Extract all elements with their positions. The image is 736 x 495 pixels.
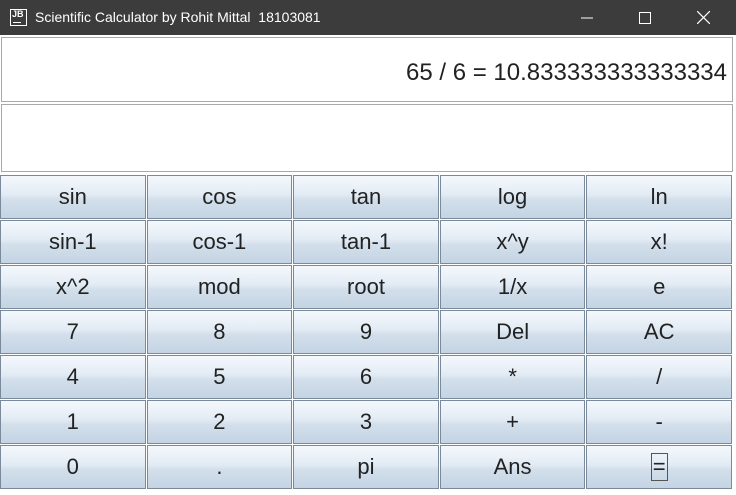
key-button[interactable]: 2: [146, 400, 293, 444]
key-label: 9: [359, 319, 373, 344]
key-button[interactable]: 3: [293, 400, 439, 444]
key-button[interactable]: Ans: [439, 445, 586, 489]
key-label: 6: [359, 364, 373, 389]
key-button[interactable]: cos: [146, 175, 293, 219]
minimize-icon: [581, 17, 593, 18]
key-button[interactable]: 7: [0, 310, 146, 354]
key-label: log: [497, 184, 528, 209]
keypad: sin cos tan log ln sin-1 cos-1 tan-1 x^y x! x^2 mod…: [0, 175, 733, 490]
key-button[interactable]: -: [586, 400, 732, 444]
key-label: x^y: [496, 229, 529, 254]
key-label: -: [655, 409, 663, 434]
key-label: 5: [213, 364, 226, 389]
key-button[interactable]: +: [439, 400, 586, 444]
key-button[interactable]: 6: [293, 355, 439, 399]
key-label: *: [508, 364, 517, 389]
key-label: AC: [643, 319, 675, 344]
key-label: 7: [66, 319, 79, 344]
maximize-button[interactable]: [616, 0, 674, 35]
key-label: 1/x: [497, 274, 528, 299]
key-button[interactable]: log: [439, 175, 586, 219]
key-button[interactable]: sin: [0, 175, 146, 219]
key-button[interactable]: x^2: [0, 265, 146, 309]
window-title: Scientific Calculator by Rohit Mittal 18…: [35, 9, 321, 25]
key-label: 0: [66, 454, 79, 479]
key-label: ln: [650, 184, 668, 209]
key-label: x^2: [56, 274, 90, 299]
key-button[interactable]: tan: [293, 175, 439, 219]
key-button[interactable]: 5: [146, 355, 293, 399]
key-button[interactable]: cos-1: [146, 220, 293, 264]
minimize-button[interactable]: [558, 0, 616, 35]
key-label: +: [506, 409, 520, 434]
key-label: 8: [213, 319, 226, 344]
key-label: x!: [650, 229, 668, 254]
key-button[interactable]: e: [586, 265, 732, 309]
key-label: pi: [357, 454, 375, 479]
key-button[interactable]: /: [586, 355, 732, 399]
key-button[interactable]: 4: [0, 355, 146, 399]
key-label: e: [653, 274, 666, 299]
title-bar: JB Scientific Calculator by Rohit Mittal…: [0, 0, 736, 35]
key-button[interactable]: 8: [146, 310, 293, 354]
key-button[interactable]: 0: [0, 445, 146, 489]
key-label: /: [656, 364, 663, 389]
key-button[interactable]: .: [146, 445, 293, 489]
key-button[interactable]: x!: [586, 220, 732, 264]
key-button[interactable]: Del: [439, 310, 586, 354]
key-button[interactable]: AC: [586, 310, 732, 354]
key-button[interactable]: 1: [0, 400, 146, 444]
key-button[interactable]: ln: [586, 175, 732, 219]
key-label: Ans: [493, 454, 532, 479]
key-button[interactable]: 9: [293, 310, 439, 354]
key-label: 3: [359, 409, 373, 434]
key-label: cos: [202, 184, 237, 209]
maximize-icon: [639, 11, 651, 24]
key-label: 2: [213, 409, 226, 434]
key-button[interactable]: root: [293, 265, 439, 309]
key-label: .: [216, 454, 223, 479]
key-button[interactable]: x^y: [439, 220, 586, 264]
key-label: cos-1: [192, 229, 247, 254]
key-label: 1: [66, 409, 79, 434]
key-label: Del: [496, 319, 530, 344]
close-icon: [696, 11, 710, 24]
key-label: sin: [58, 184, 87, 209]
expression-input[interactable]: [1, 104, 733, 172]
result-text: 65 / 6 = 10.833333333333334: [406, 59, 727, 86]
key-label: 4: [66, 364, 79, 389]
app-logo-text: JB: [12, 9, 24, 19]
key-button[interactable]: sin-1: [0, 220, 146, 264]
close-button[interactable]: [674, 0, 732, 35]
key-label: root: [347, 274, 385, 299]
key-button[interactable]: pi: [293, 445, 439, 489]
key-button[interactable]: =: [586, 445, 732, 489]
key-button[interactable]: tan-1: [293, 220, 439, 264]
key-button[interactable]: mod: [146, 265, 293, 309]
key-label: sin-1: [48, 229, 97, 254]
key-label: mod: [197, 274, 241, 299]
key-button[interactable]: *: [439, 355, 586, 399]
key-label: tan-1: [340, 229, 392, 254]
result-display: 65 / 6 = 10.833333333333334: [1, 37, 733, 102]
key-label: tan: [350, 184, 382, 209]
key-button[interactable]: 1/x: [439, 265, 586, 309]
app-logo-icon: JB: [10, 9, 27, 26]
key-label: =: [650, 453, 668, 481]
